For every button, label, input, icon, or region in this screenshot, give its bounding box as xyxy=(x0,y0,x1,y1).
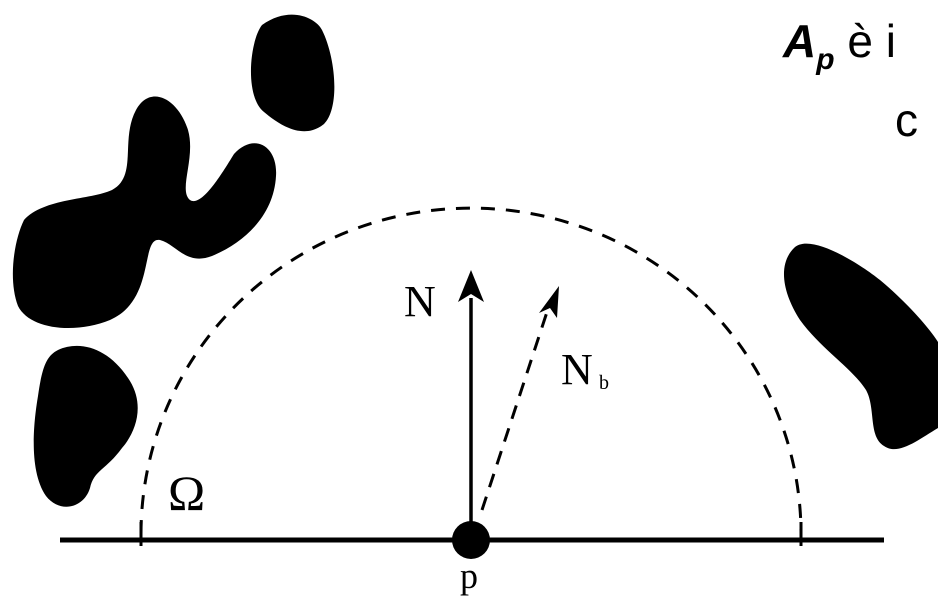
heading-line2: c xyxy=(895,94,918,146)
omega-label: Ω xyxy=(168,465,205,521)
normal-label: N xyxy=(404,277,436,326)
bent-normal-vector xyxy=(480,311,549,511)
heading-subscript: p xyxy=(816,43,835,76)
normal-arrowhead xyxy=(458,270,484,302)
point-label: p xyxy=(460,556,478,596)
hemisphere-omega xyxy=(139,206,803,535)
bent-normal-arrowhead xyxy=(539,286,559,318)
occluder-blob-left xyxy=(33,345,138,507)
bent-normal-subscript: b xyxy=(599,372,609,394)
bent-normal-label: N xyxy=(561,345,593,394)
heading-rest: è i xyxy=(834,15,896,67)
point-p-dot xyxy=(452,521,490,559)
heading-symbol: A xyxy=(783,15,817,67)
occluder-blob-top xyxy=(250,14,335,132)
heading-text: Ap è i xyxy=(783,15,896,75)
occluder-blob-large xyxy=(12,96,277,329)
occluder-blob-right xyxy=(783,243,938,450)
